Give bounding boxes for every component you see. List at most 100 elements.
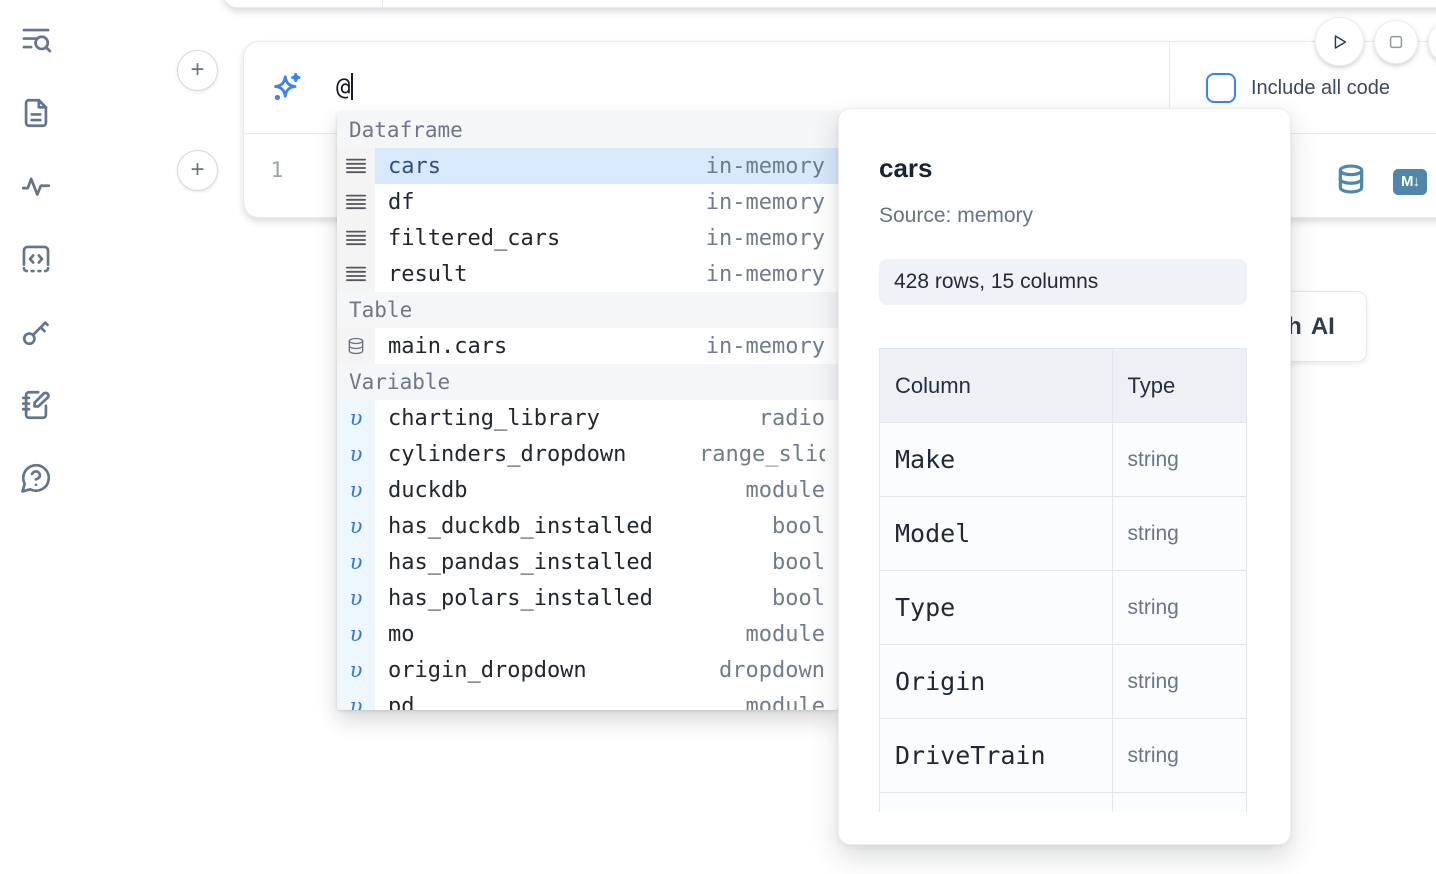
completion-item-name: origin_dropdown bbox=[388, 657, 587, 683]
notebook-pen-icon bbox=[21, 390, 50, 419]
completion-item-type: dropdown bbox=[719, 657, 825, 683]
completion-item-type: bool bbox=[772, 513, 825, 539]
completion-item-type: in-memory bbox=[705, 153, 825, 179]
text-search-icon bbox=[22, 28, 51, 52]
schema-header-cell: Type bbox=[1111, 348, 1247, 423]
schema-column-name: DriveTrain bbox=[879, 718, 1113, 793]
cell-toolbar: M↓ bbox=[1335, 163, 1427, 200]
schema-column-name: Origin bbox=[879, 644, 1113, 719]
completion-item-type: in-memory bbox=[705, 189, 825, 215]
sidebar-item-documentation[interactable] bbox=[17, 94, 54, 131]
sidebar-item-snippets[interactable] bbox=[17, 240, 54, 277]
completion-item-name: has_pandas_installed bbox=[388, 549, 653, 575]
completion-item-name: has_polars_installed bbox=[388, 585, 653, 611]
completion-item-name: has_duckdb_installed bbox=[388, 513, 653, 539]
completion-item[interactable]: υ has_pandas_installed bool bbox=[337, 544, 838, 580]
schema-column-type: string bbox=[1111, 718, 1247, 793]
activity-icon bbox=[21, 177, 50, 196]
completion-item-name: filtered_cars bbox=[388, 225, 561, 251]
schema-column-type: string bbox=[1111, 644, 1247, 719]
completion-item[interactable]: main.cars in-memory bbox=[337, 328, 838, 364]
preview-title: cars bbox=[879, 153, 933, 183]
sidebar-item-help[interactable] bbox=[17, 459, 54, 496]
completion-item-name: cylinders_dropdown bbox=[388, 441, 627, 467]
previous-cell-card bbox=[222, 0, 1436, 8]
sparkles-icon bbox=[274, 72, 301, 101]
completion-item-name: result bbox=[388, 261, 468, 287]
code-square-icon bbox=[22, 245, 49, 272]
completion-item-type: radio bbox=[758, 405, 825, 431]
completion-item[interactable]: df in-memory bbox=[337, 184, 838, 220]
add-cell-button[interactable]: + bbox=[177, 50, 218, 91]
variable-icon: υ bbox=[337, 544, 375, 580]
rows-icon bbox=[337, 256, 375, 292]
completion-item-type: module bbox=[745, 477, 825, 503]
help-chat-icon bbox=[20, 463, 50, 493]
schema-column-type: string bbox=[1111, 570, 1247, 645]
sidebar-item-tracing[interactable] bbox=[17, 167, 54, 204]
variable-icon: υ bbox=[337, 472, 375, 508]
shape-badge: 428 rows, 15 columns bbox=[879, 259, 1247, 305]
completion-item-type: module bbox=[745, 621, 825, 647]
add-cell-button[interactable]: + bbox=[177, 150, 218, 191]
preview-source: Source: memory bbox=[879, 204, 1034, 227]
ai-prompt-input[interactable]: @ bbox=[336, 73, 354, 101]
completion-section-header: Table bbox=[337, 292, 838, 328]
rows-icon bbox=[337, 184, 375, 220]
variable-icon: υ bbox=[337, 616, 375, 652]
variable-icon: υ bbox=[337, 580, 375, 616]
completion-item-type: in-memory bbox=[705, 225, 825, 251]
plus-icon: + bbox=[190, 55, 205, 83]
include-all-code-checkbox[interactable] bbox=[1206, 73, 1236, 103]
schema-column-name: Make bbox=[879, 422, 1113, 497]
completion-item-name: df bbox=[388, 189, 415, 215]
completion-item-name: main.cars bbox=[388, 333, 508, 359]
database-icon bbox=[337, 328, 375, 364]
sidebar-item-panel-search[interactable] bbox=[17, 21, 54, 58]
previous-cell-divider bbox=[382, 0, 383, 8]
sidebar-item-scratchpad[interactable] bbox=[17, 386, 54, 423]
completion-item-type: in-memory bbox=[705, 261, 825, 287]
include-all-code-option: Include all code bbox=[1170, 42, 1436, 134]
schema-row-partial bbox=[879, 792, 1247, 812]
completion-item-name: pd bbox=[388, 693, 415, 711]
play-icon bbox=[1334, 34, 1346, 49]
completion-item[interactable]: υ origin_dropdown dropdown bbox=[337, 652, 838, 688]
stop-button[interactable] bbox=[1374, 20, 1418, 64]
completion-item-type: bool bbox=[772, 549, 825, 575]
variable-icon: υ bbox=[337, 688, 375, 710]
completion-item[interactable]: υ charting_library radio bbox=[337, 400, 838, 436]
completion-section-header: Dataframe bbox=[337, 112, 838, 148]
include-all-code-label[interactable]: Include all code bbox=[1251, 76, 1390, 99]
stop-icon bbox=[1389, 35, 1403, 49]
variable-icon: υ bbox=[337, 652, 375, 688]
database-icon[interactable] bbox=[1335, 163, 1367, 200]
rows-icon bbox=[337, 220, 375, 256]
code-editor-row[interactable]: 1 M↓ bbox=[244, 134, 1436, 218]
schema-column-name: Type bbox=[879, 570, 1113, 645]
completion-item[interactable]: result in-memory bbox=[337, 256, 838, 292]
file-text-icon bbox=[24, 98, 47, 127]
completion-item-type: range_slider bbox=[699, 441, 825, 467]
sidebar-item-secrets[interactable] bbox=[17, 313, 54, 350]
variable-icon: υ bbox=[337, 400, 375, 436]
markdown-icon[interactable]: M↓ bbox=[1393, 168, 1427, 195]
completion-item[interactable]: filtered_cars in-memory bbox=[337, 220, 838, 256]
completion-item-type: in-memory bbox=[705, 333, 825, 359]
completion-item-name: charting_library bbox=[388, 405, 600, 431]
run-cell-button[interactable] bbox=[1315, 17, 1364, 66]
